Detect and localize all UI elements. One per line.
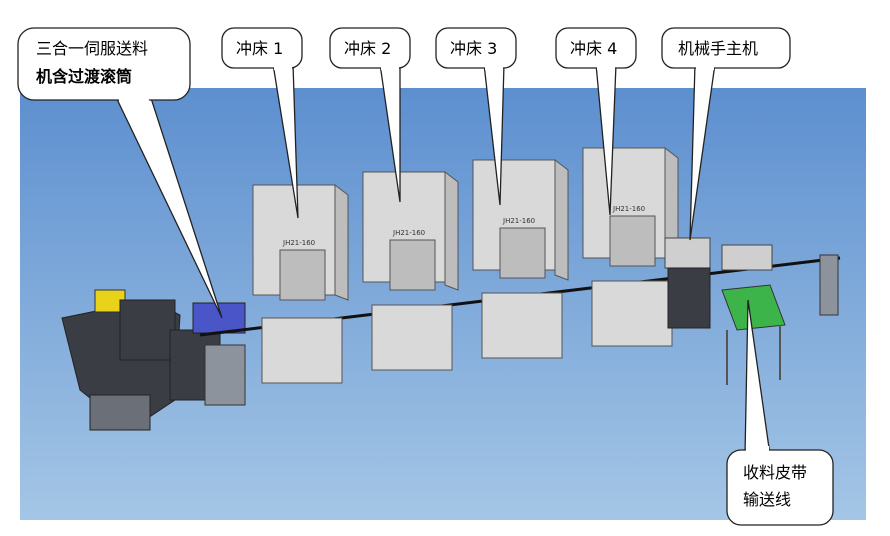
- callout-press-2: 冲床 2: [329, 27, 411, 203]
- robot-main-unit: [664, 237, 711, 329]
- callout-robot-main: 机械手主机: [661, 27, 791, 241]
- callout-conveyor-line2: 输送线: [743, 490, 791, 509]
- callout-conveyor-line1: 收料皮带: [743, 463, 807, 482]
- callout-press-1-label: 冲床 1: [236, 39, 283, 58]
- callout-press-2-label: 冲床 2: [344, 39, 391, 58]
- press-model-label: JH21-160: [612, 205, 645, 213]
- press-model-label: JH21-160: [502, 217, 535, 225]
- callout-press-1: 冲床 1: [221, 27, 303, 219]
- callout-feeder: 三合一伺服送料 机含过渡滚筒: [17, 27, 223, 319]
- callout-feeder-line2: 机含过渡滚筒: [36, 67, 132, 86]
- callout-feeder-line1: 三合一伺服送料: [36, 39, 148, 58]
- press-4: JH21-160: [582, 146, 679, 347]
- callout-robot-main-label: 机械手主机: [678, 39, 758, 58]
- callout-press-3: 冲床 3: [435, 27, 517, 206]
- callout-press-3-label: 冲床 3: [450, 39, 497, 58]
- callout-conveyor: 收料皮带 输送线: [726, 299, 834, 526]
- press-2: JH21-160: [362, 170, 459, 371]
- press-3: JH21-160: [472, 158, 569, 359]
- callout-press-4: 冲床 4: [555, 27, 637, 216]
- press-1: JH21-160: [252, 183, 349, 384]
- belt-conveyor: [721, 244, 839, 385]
- press-model-label: JH21-160: [392, 229, 425, 237]
- press-model-label: JH21-160: [282, 239, 315, 247]
- callout-press-4-label: 冲床 4: [570, 39, 617, 58]
